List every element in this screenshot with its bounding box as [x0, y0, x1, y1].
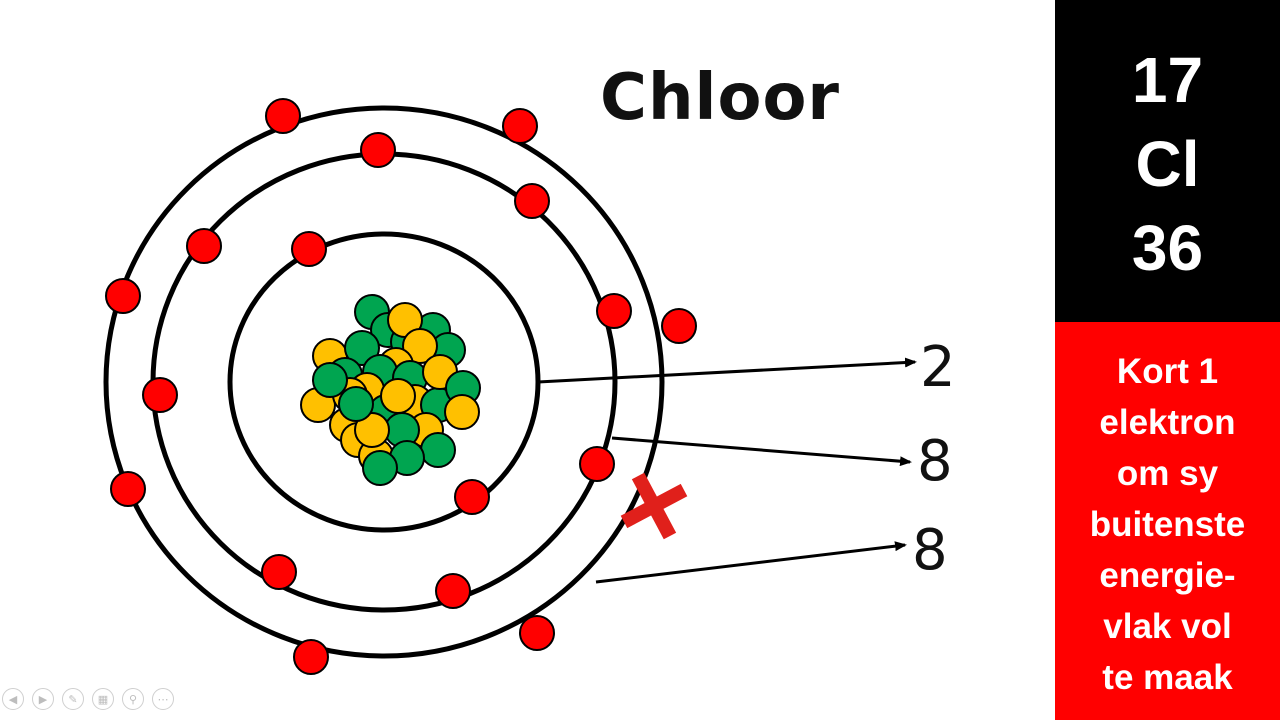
zoom-icon[interactable]: ⚲ [122, 688, 144, 710]
electron [514, 183, 550, 219]
more-icon[interactable]: ⋯ [152, 688, 174, 710]
electron [661, 308, 697, 344]
note-panel: Kort 1 elektron om sy buitenste energie-… [1055, 322, 1280, 720]
electrons [105, 98, 697, 675]
electron [265, 98, 301, 134]
electron [360, 132, 396, 168]
electron [596, 293, 632, 329]
electron [142, 377, 178, 413]
proton [420, 432, 456, 468]
electron [291, 231, 327, 267]
next-icon[interactable]: ▶ [32, 688, 54, 710]
electron [186, 228, 222, 264]
neutron [380, 378, 416, 414]
pointer-line-3 [595, 541, 907, 584]
pen-icon[interactable]: ✎ [62, 688, 84, 710]
element-panel: 17 Cl 36 [1055, 0, 1280, 322]
neutron [354, 412, 390, 448]
proton [338, 386, 374, 422]
slides-icon[interactable]: ▦ [92, 688, 114, 710]
x-mark-icon [620, 472, 688, 540]
atomic-number: 17 [1131, 44, 1204, 116]
pointer-line-1 [537, 357, 917, 384]
shell-count-inner: 2 [920, 335, 956, 400]
shell-count-middle: 8 [917, 429, 953, 494]
element-symbol: Cl [1135, 128, 1200, 200]
electron [293, 639, 329, 675]
electron [519, 615, 555, 651]
neutron [402, 328, 438, 364]
previous-icon[interactable]: ◀ [2, 688, 24, 710]
electron [579, 446, 615, 482]
shell-3 [103, 105, 665, 659]
shell-pointers [537, 357, 917, 584]
proton [344, 330, 380, 366]
electron [435, 573, 471, 609]
proton [362, 450, 398, 486]
electron [502, 108, 538, 144]
shell-count-outer: 8 [912, 518, 948, 583]
electron [261, 554, 297, 590]
pointer-line-2 [611, 436, 912, 467]
note-text: Kort 1 elektron om sy buitenste energie-… [1089, 351, 1246, 697]
proton [312, 362, 348, 398]
electron [454, 479, 490, 515]
electron [110, 471, 146, 507]
x-mark-stroke-2 [631, 472, 677, 540]
mass-number: 36 [1131, 212, 1204, 284]
presentation-controls: ◀ ▶ ✎ ▦ ⚲ ⋯ [2, 688, 174, 714]
electron [105, 278, 141, 314]
nucleus [300, 294, 481, 486]
bohr-diagram [103, 98, 917, 675]
diagram-title: Chloor [600, 61, 840, 135]
neutron [444, 394, 480, 430]
